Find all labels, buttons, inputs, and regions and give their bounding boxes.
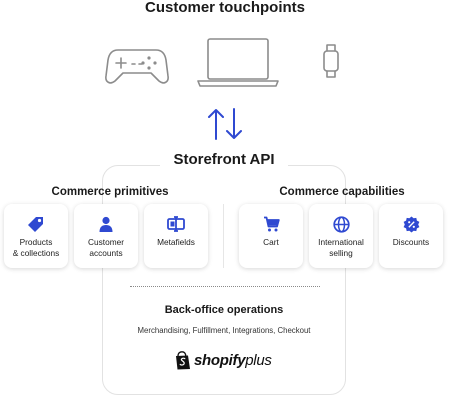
card-cart[interactable]: Cart bbox=[239, 204, 303, 268]
discount-badge-icon bbox=[403, 216, 419, 232]
section-divider bbox=[223, 204, 224, 268]
sync-arrows-icon bbox=[208, 108, 242, 140]
globe-icon bbox=[332, 215, 350, 233]
card-metafields[interactable]: Metafields bbox=[144, 204, 208, 268]
card-label: Products & collections bbox=[12, 237, 60, 258]
cart-icon bbox=[263, 216, 280, 232]
card-label: International selling bbox=[318, 237, 364, 258]
card-label: Discounts bbox=[392, 237, 430, 247]
dotted-separator bbox=[130, 286, 320, 287]
gamepad-icon bbox=[105, 49, 169, 84]
back-office-subtitle: Merchandising, Fulfillment, Integrations… bbox=[137, 326, 311, 335]
back-office-title: Back-office operations bbox=[164, 304, 284, 316]
card-international-selling[interactable]: International selling bbox=[309, 204, 373, 268]
logo-wordmark: shopify bbox=[194, 351, 246, 369]
person-icon bbox=[99, 216, 113, 232]
card-customer-accounts[interactable]: Customer accounts bbox=[74, 204, 138, 268]
commerce-capabilities-heading: Commerce capabilities bbox=[279, 186, 405, 198]
card-products-collections[interactable]: Products & collections bbox=[4, 204, 68, 268]
card-label: Cart bbox=[263, 237, 279, 247]
commerce-primitives-heading: Commerce primitives bbox=[51, 186, 169, 198]
shopify-bag-icon bbox=[176, 350, 190, 369]
card-discounts[interactable]: Discounts bbox=[379, 204, 443, 268]
card-label: Metafields bbox=[157, 237, 195, 247]
smartwatch-icon bbox=[323, 44, 339, 78]
metafields-icon bbox=[167, 216, 185, 232]
logo-plus: plus bbox=[245, 351, 272, 369]
storefront-api-title: Storefront API bbox=[160, 150, 288, 170]
tag-icon bbox=[28, 217, 43, 232]
card-label: Customer accounts bbox=[88, 237, 124, 258]
laptop-icon bbox=[197, 38, 279, 87]
touchpoints-title: Customer touchpoints bbox=[145, 0, 305, 16]
